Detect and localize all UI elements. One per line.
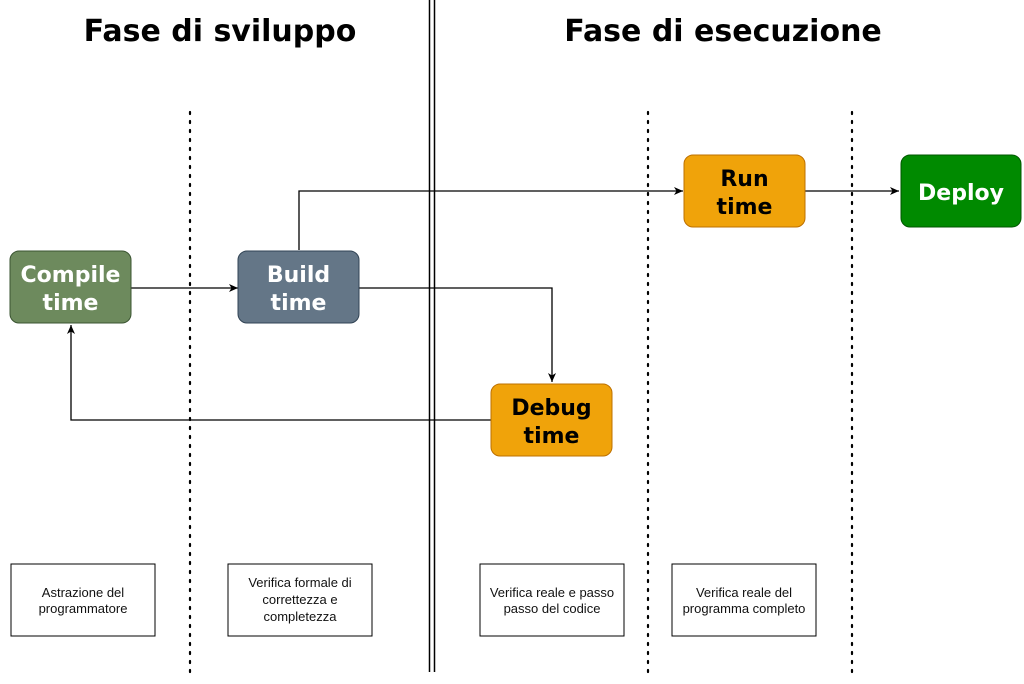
note-run: Verifica reale del programma completo [671, 563, 817, 637]
node-debug-line2: time [524, 424, 580, 449]
phase-separator [428, 0, 436, 672]
heading-development-phase: Fase di sviluppo [84, 14, 357, 49]
arrow-build-to-debug [359, 287, 556, 382]
node-compile-time: Compile time [9, 250, 132, 324]
heading-execution-phase: Fase di esecuzione [564, 14, 882, 49]
node-build-time: Build time [237, 250, 360, 324]
arrow-build-to-run [298, 187, 683, 250]
note-run-line1: Verifica reale del [696, 585, 792, 600]
node-deploy: Deploy [900, 154, 1022, 228]
note-debug-line1: Verifica reale e passo [490, 585, 614, 600]
node-debug-line1: Debug [511, 396, 591, 421]
node-deploy-label: Deploy [918, 181, 1004, 206]
note-build-line1: Verifica formale di [248, 575, 351, 590]
note-build: Verifica formale di correttezza e comple… [227, 563, 373, 637]
node-debug-time: Debug time [490, 383, 613, 457]
note-compile-line1: Astrazione del [42, 585, 124, 600]
node-run-line1: Run [720, 167, 768, 192]
note-debug-line2: passo del codice [504, 601, 601, 616]
arrow-debug-to-compile [67, 325, 491, 421]
node-run-line2: time [717, 195, 773, 220]
note-compile: Astrazione del programmatore [10, 563, 156, 637]
note-compile-line2: programmatore [39, 601, 128, 616]
node-run-time: Run time [683, 154, 806, 228]
node-compile-line2: time [43, 291, 99, 316]
note-debug: Verifica reale e passo passo del codice [479, 563, 625, 637]
note-build-line2: correttezza e [262, 592, 337, 607]
node-compile-line1: Compile [21, 263, 121, 288]
node-build-line1: Build [267, 263, 330, 288]
node-build-line2: time [271, 291, 327, 316]
note-run-line2: programma completo [683, 601, 806, 616]
note-build-line3: completezza [264, 609, 338, 624]
